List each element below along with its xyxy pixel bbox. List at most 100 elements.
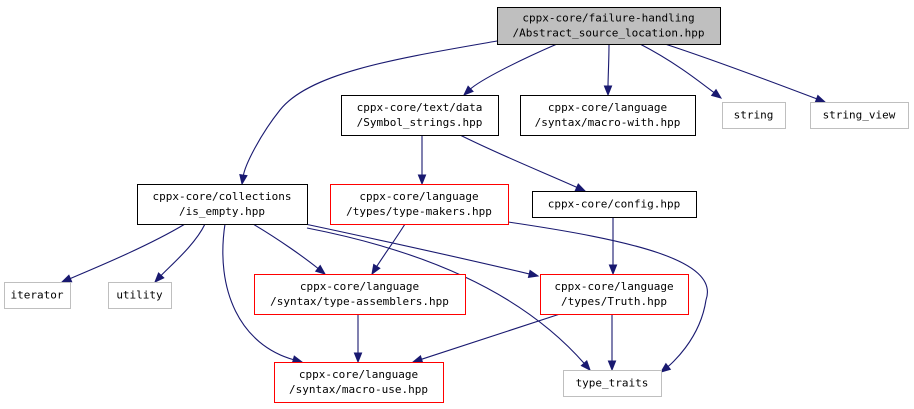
arrowhead-icon [574,183,587,192]
edge-is_empty-to-type_assemblers [252,223,327,275]
edge-abstract_source_location-to-string [639,43,723,99]
node-symbol-strings[interactable]: cppx-core/text/data/Symbol_strings.hpp [341,95,499,136]
node-box [108,282,172,309]
node-layer: cppx-core/failure-handling/Abstract_sour… [4,7,909,403]
node-iterator: iterator [4,282,71,309]
arrowhead-icon [314,264,327,275]
edge-abstract_source_location-to-symbol_strings [463,43,558,96]
node-type-assemblers[interactable]: cppx-core/language/syntax/type-assembler… [254,274,466,315]
edge-line [222,223,295,361]
arrowhead-icon [417,174,427,186]
node-box [254,274,466,315]
node-is-empty[interactable]: cppx-core/collections/is_empty.hpp [137,184,308,225]
edge-line [607,43,610,88]
node-box [341,95,499,136]
node-utility: utility [108,282,172,309]
arrowhead-icon [607,360,617,372]
node-box [330,184,509,225]
node-label-line: cppx-core/collections [152,190,291,203]
node-type-traits: type_traits [563,370,662,397]
node-label-line: /Abstract_source_location.hpp [512,27,704,40]
node-config[interactable]: cppx-core/config.hpp [532,191,697,218]
arrowhead-icon [710,88,723,99]
edge-line [69,223,186,280]
edge-truth-to-type_traits [607,314,617,372]
edge-abstract_source_location-to-macro_with [603,43,613,97]
node-label-line: /syntax/type-assemblers.hpp [270,295,449,308]
arrowhead-icon [353,352,363,364]
node-truth[interactable]: cppx-core/language/types/Truth.hpp [540,274,689,315]
node-label-line: cppx-core/config.hpp [548,198,680,211]
edge-truth-to-macro_use [411,313,561,364]
arrowhead-icon [608,264,618,276]
node-box [497,7,721,45]
node-label-line: cppx-core/language [548,101,667,114]
node-box [810,102,909,129]
edge-type_assemblers-to-macro_use [353,314,363,364]
arrowhead-icon [527,269,540,279]
arrowhead-icon [154,272,165,283]
node-box [540,274,689,315]
node-string: string [722,102,786,129]
node-label-line: cppx-core/language [359,190,478,203]
edge-is_empty-to-macro_use [222,223,304,364]
edge-type_makers-to-type_traits [507,221,708,373]
edge-line [160,223,206,277]
edge-is_empty-to-iterator [60,223,186,283]
edge-abstract_source_location-to-string_view [664,43,827,103]
edge-line [242,40,498,177]
node-label-line: string_view [823,109,896,122]
node-box [563,370,662,397]
edge-line [420,313,561,361]
node-label-line: type_traits [576,377,649,390]
node-string-view: string_view [810,102,909,129]
edge-is_empty-to-utility [154,223,206,283]
node-box [532,191,697,218]
edge-symbol_strings-to-type_makers [417,134,427,186]
node-abstract-source-location: cppx-core/failure-handling/Abstract_sour… [497,7,721,45]
arrowhead-icon [463,85,474,96]
node-label-line: cppx-core/language [554,280,673,293]
edge-line [664,43,818,100]
edge-line [639,43,715,94]
node-label-line: cppx-core/text/data [357,101,483,114]
node-label-line: string [734,109,774,122]
arrowhead-icon [239,173,248,186]
arrowhead-icon [60,274,73,283]
node-box [274,362,444,403]
arrowhead-icon [411,354,424,364]
node-label-line: cppx-core/failure-handling [522,12,694,25]
arrowhead-icon [580,359,591,372]
arrowhead-icon [371,263,381,276]
arrowhead-icon [814,94,827,103]
edge-line [375,223,406,268]
edge-line [459,134,578,189]
edge-line [469,43,558,90]
edge-line [304,223,531,275]
node-label-line: /syntax/macro-use.hpp [289,383,428,396]
edge-line [252,223,320,270]
node-type-makers[interactable]: cppx-core/language/types/type-makers.hpp [330,184,509,225]
node-label-line: /types/type-makers.hpp [346,205,492,218]
node-box [4,282,71,309]
node-label-line: /Symbol_strings.hpp [357,116,483,129]
node-box [520,95,696,136]
node-macro-with[interactable]: cppx-core/language/syntax/macro-with.hpp [520,95,696,136]
node-label-line: /syntax/macro-with.hpp [535,116,681,129]
arrowhead-icon [659,362,672,373]
node-box [722,102,786,129]
node-label-line: cppx-core/language [299,368,418,381]
edge-line [507,221,708,368]
node-label-line: utility [116,289,163,302]
edge-abstract_source_location-to-is_empty [239,40,498,186]
node-label-line: iterator [11,289,64,302]
edge-config-to-truth [608,217,618,276]
node-label-line: cppx-core/language [300,280,419,293]
edge-type_makers-to-type_assemblers [371,223,406,276]
edge-symbol_strings-to-config [459,134,587,192]
node-macro-use[interactable]: cppx-core/language/syntax/macro-use.hpp [274,362,444,403]
node-label-line: /is_empty.hpp [179,205,265,218]
node-label-line: /types/Truth.hpp [561,295,667,308]
arrowhead-icon [603,85,613,97]
edge-is_empty-to-truth [304,223,540,279]
